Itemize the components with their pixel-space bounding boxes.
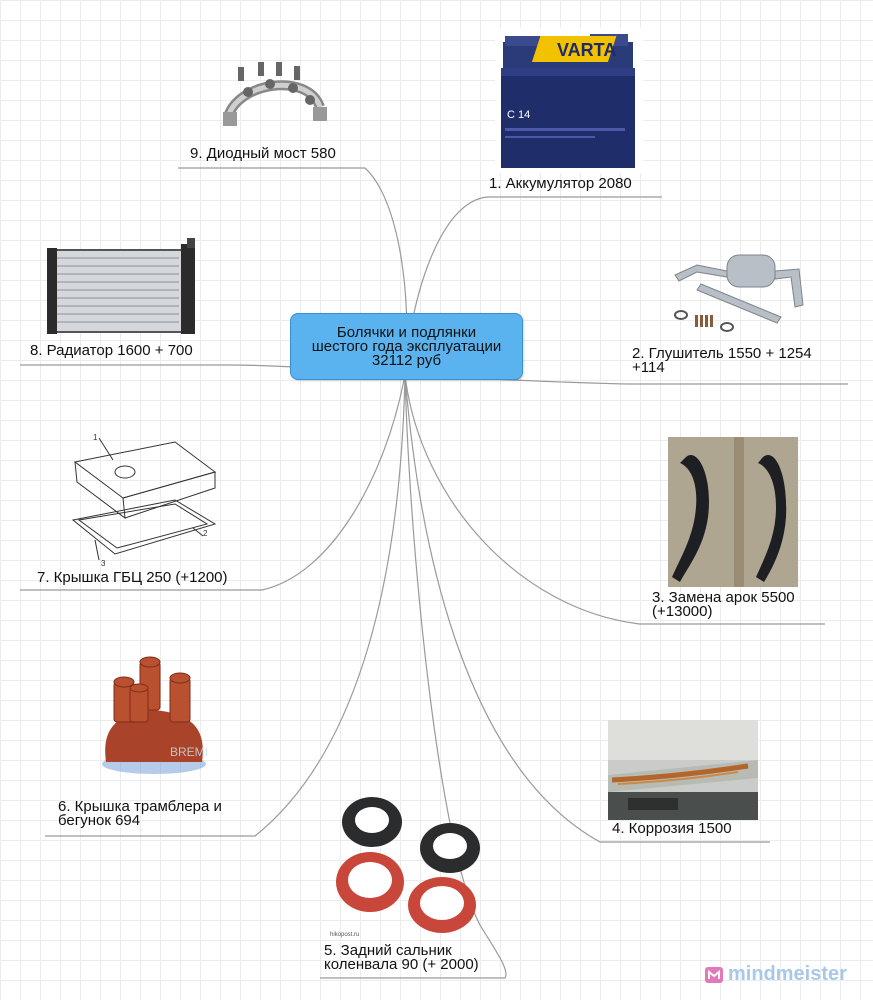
muffler-image — [674, 254, 804, 332]
topic-2-label-line1: 2. Глушитель 1550 + 1254 — [632, 345, 812, 362]
branch-7 — [20, 374, 406, 591]
mindmeister-logo-icon — [705, 967, 723, 983]
topic-3-label-line2: (+13000) — [652, 603, 713, 620]
radiator-image — [47, 238, 195, 334]
corrosion-image — [608, 720, 758, 820]
branch-6 — [45, 374, 406, 837]
central-title-line2: шестого года эксплуатации — [311, 337, 502, 355]
topic-2-muffler[interactable]: 2. Глушитель 1550 + 1254 +114 — [632, 345, 812, 376]
gasket-callout-3: 3 — [101, 559, 106, 568]
topic-6-label-line2: бегунок 694 — [58, 812, 141, 829]
branch-5 — [320, 374, 507, 979]
topic-4-corrosion[interactable]: 4. Коррозия 1500 — [612, 820, 732, 837]
topic-7-head-cover[interactable]: 7. Крышка ГБЦ 250 (+1200) — [37, 569, 228, 586]
central-node[interactable]: Болячки и подлянки шестого года эксплуат… — [290, 313, 523, 380]
seal-watermark: hikopost.ru — [330, 932, 359, 938]
mindmeister-logo-text[interactable]: mindmeister — [728, 963, 847, 985]
central-title-line1: Болячки и подлянки — [336, 323, 477, 341]
battery-model-text: C 14 — [507, 109, 530, 121]
battery-image: VARTA C 14 — [495, 28, 643, 173]
battery-brand-text: VARTA — [557, 40, 616, 60]
head-cover-image: 1 2 3 — [71, 433, 217, 568]
topic-5-label-line2: коленвала 90 (+ 2000) — [324, 956, 479, 973]
topic-8-radiator[interactable]: 8. Радиатор 1600 + 700 — [30, 342, 193, 359]
topic-2-label-line2: +114 — [632, 359, 665, 376]
topic-8-label: 8. Радиатор 1600 + 700 — [30, 342, 193, 359]
wheel-arches-image — [668, 437, 798, 587]
topic-4-label: 4. Коррозия 1500 — [612, 820, 732, 837]
topic-1-battery[interactable]: 1. Аккумулятор 2080 — [489, 175, 632, 192]
distributor-cap-image: BREMI — [102, 656, 208, 774]
topic-3-arches[interactable]: 3. Замена арок 5500 (+13000) — [652, 589, 795, 620]
topic-7-label: 7. Крышка ГБЦ 250 (+1200) — [37, 569, 228, 586]
topic-3-label-line1: 3. Замена арок 5500 — [652, 589, 795, 606]
topic-9-diode-bridge[interactable]: 9. Диодный мост 580 — [190, 145, 336, 162]
central-total: 32112 руб — [371, 351, 442, 369]
topic-5-crank-seal[interactable]: 5. Задний сальник коленвала 90 (+ 2000) — [324, 942, 479, 973]
topic-5-label-line1: 5. Задний сальник — [324, 942, 452, 959]
diode-bridge-image — [223, 62, 327, 126]
branch-4 — [404, 374, 770, 843]
branch-3 — [404, 374, 825, 625]
gasket-callout-1: 1 — [93, 433, 98, 442]
gasket-callout-2: 2 — [203, 529, 208, 538]
cap-watermark: BREMI — [170, 745, 208, 759]
topic-9-label: 9. Диодный мост 580 — [190, 145, 336, 162]
topic-6-label-line1: 6. Крышка трамблера и — [58, 798, 222, 815]
topic-1-label: 1. Аккумулятор 2080 — [489, 175, 632, 192]
topic-6-distributor-cap[interactable]: 6. Крышка трамблера и бегунок 694 — [58, 798, 222, 829]
crank-seals-image: hikopost.ru — [330, 797, 480, 938]
